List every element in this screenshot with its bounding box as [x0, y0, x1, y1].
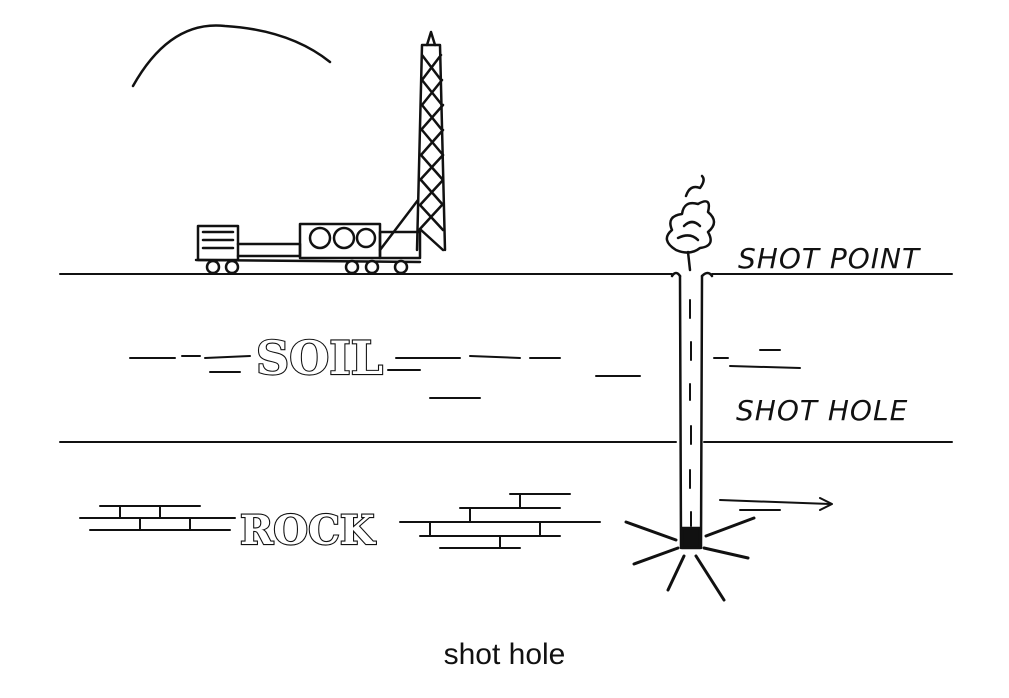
- label-rock: ROCK: [240, 507, 376, 554]
- rock-texture: [79, 493, 833, 549]
- smoke-plume-icon: [665, 174, 716, 272]
- label-shot-hole: SHOT HOLE: [736, 394, 908, 427]
- label-soil: SOIL: [256, 331, 383, 385]
- label-shot-point: SHOT POINT: [738, 242, 921, 275]
- shot-hole-borehole: [670, 271, 714, 550]
- figure-caption: shot hole: [443, 638, 566, 671]
- soil-texture: [129, 349, 801, 399]
- drill-rig-icon: [194, 30, 447, 275]
- explosion-burst-icon: [624, 516, 756, 602]
- sun-arc-icon: [131, 24, 332, 88]
